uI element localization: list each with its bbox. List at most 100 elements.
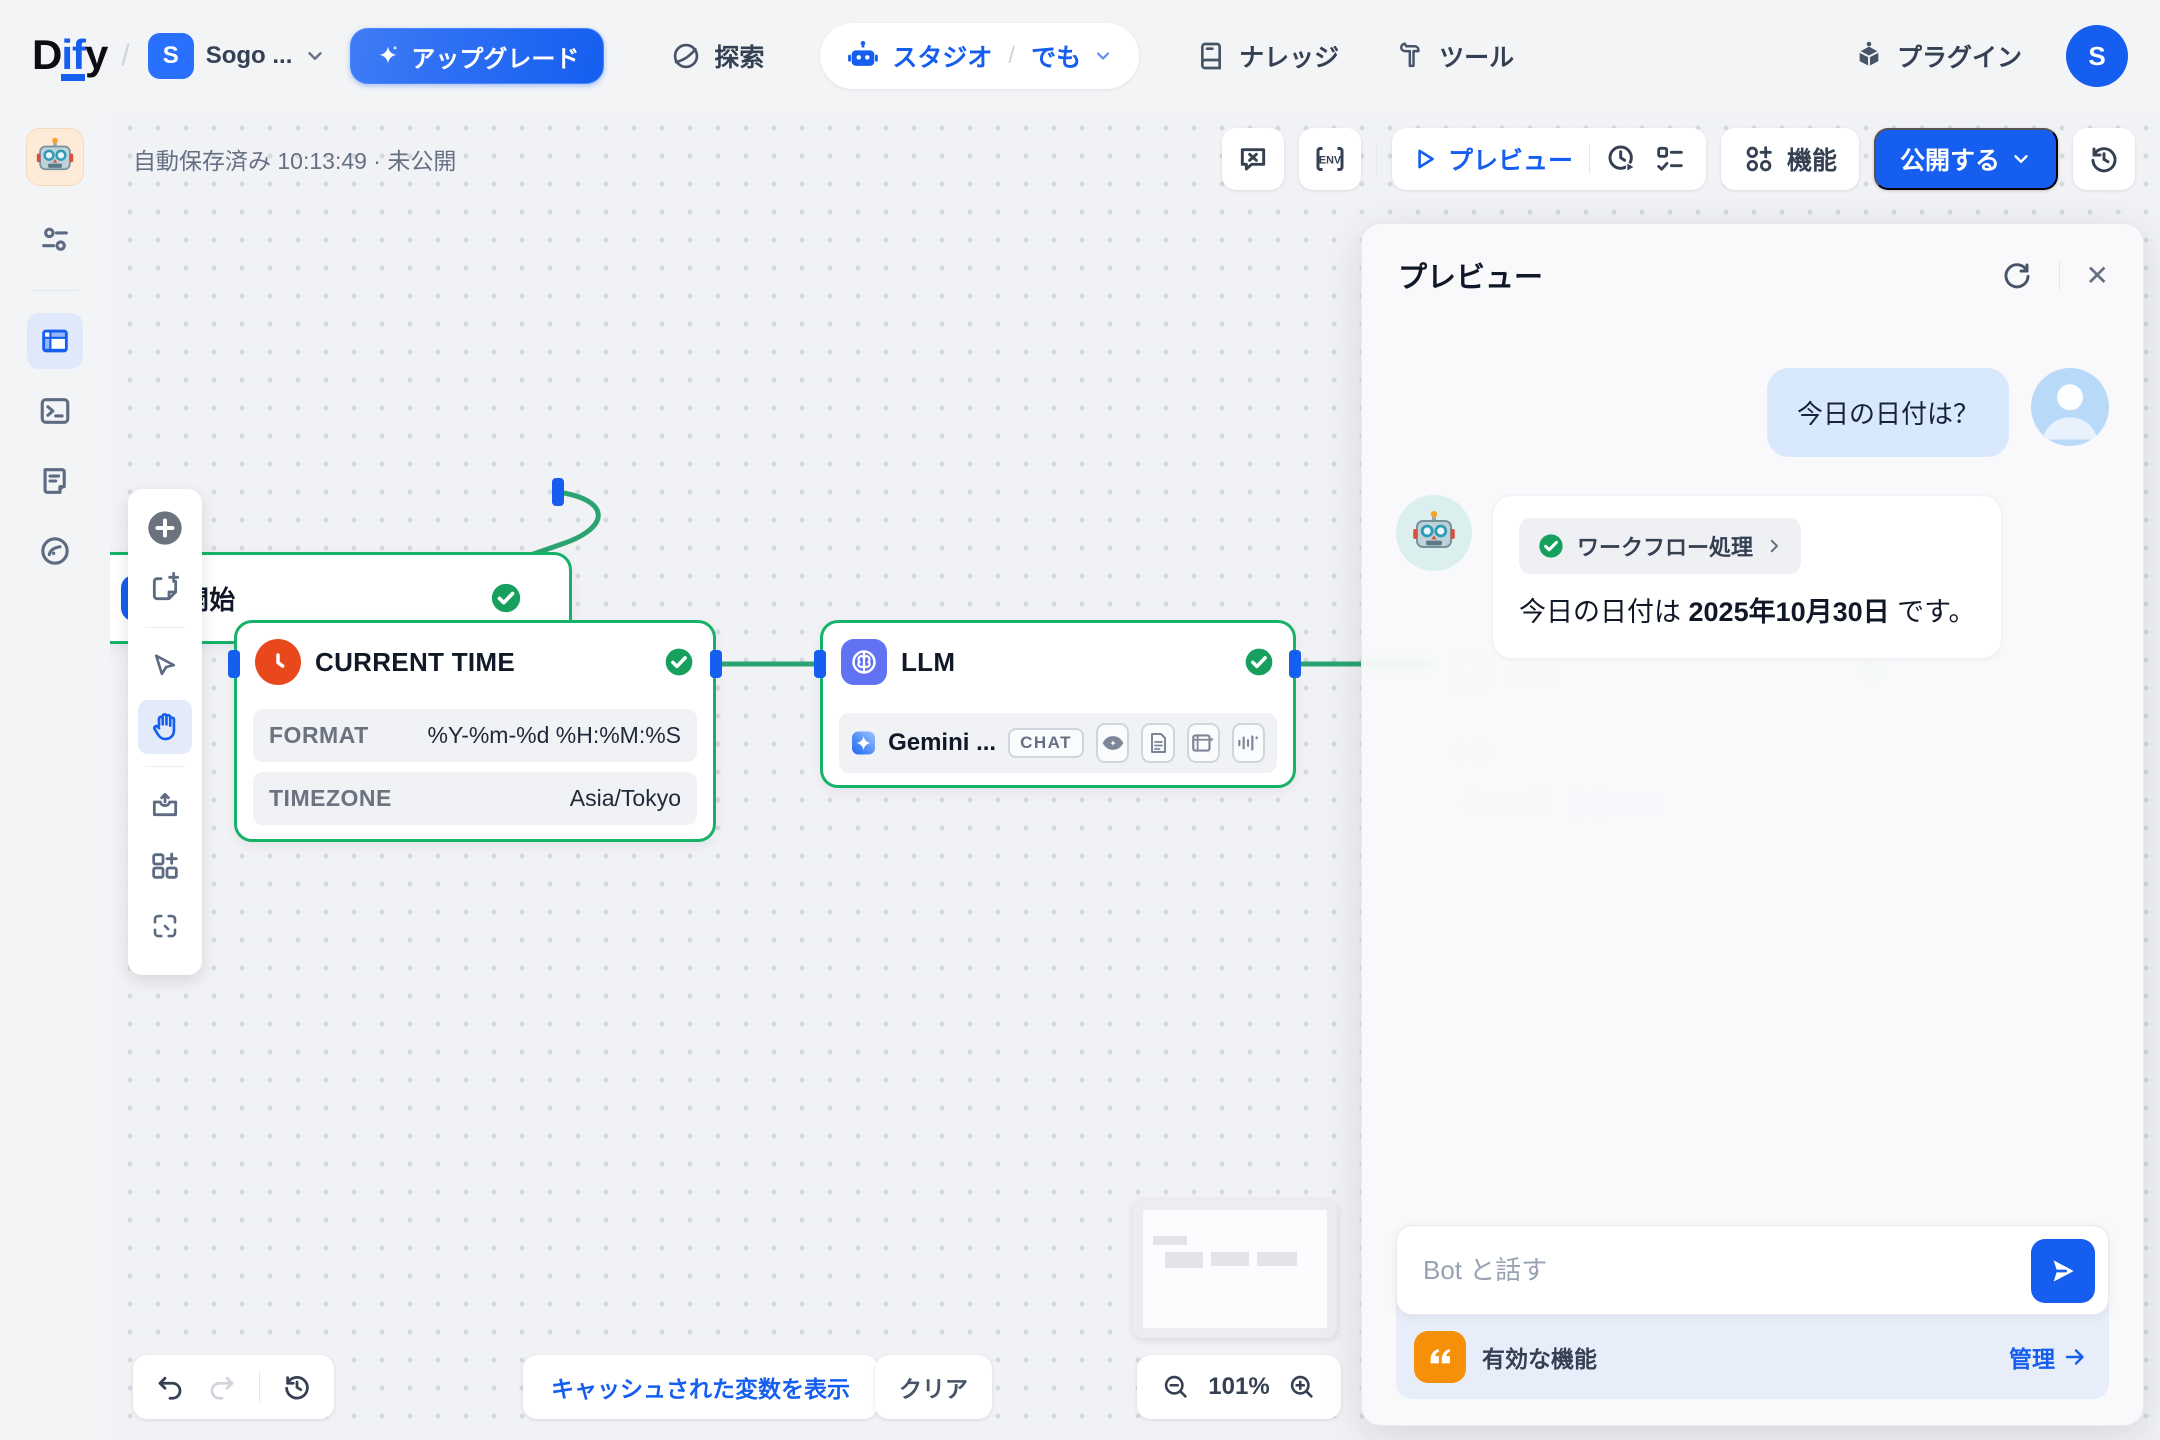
fit-view-button[interactable] [138, 899, 192, 953]
nav-explore[interactable]: 探索 [670, 38, 764, 74]
fit-view-icon [153, 914, 177, 938]
toolbar-divider [259, 1372, 260, 1402]
zoom-level[interactable]: 101% [1208, 1373, 1270, 1400]
bot-message-bubble: ワークフロー処理 今日の日付は 2025年10月30日 です。 [1492, 495, 2003, 659]
handle-current-time-input[interactable] [228, 650, 240, 678]
topbar-right: プラグイン S [1853, 25, 2128, 87]
env-icon: ENV [1316, 147, 1344, 171]
llm-brain-icon [841, 639, 887, 685]
app-icon-robot[interactable] [26, 128, 84, 186]
success-check-badge [1245, 648, 1273, 676]
nav-studio-active[interactable]: スタジオ / でも [820, 23, 1140, 89]
hand-mode-button[interactable] [138, 700, 192, 754]
conversation-variables-button[interactable] [1221, 128, 1284, 190]
nav-plugins[interactable]: プラグイン [1853, 38, 2022, 74]
nav-tools-label: ツール [1439, 44, 1515, 72]
clock-play-icon [1608, 145, 1636, 173]
field-value: %Y-%m-%d %H:%M:%S [427, 722, 681, 748]
send-button[interactable] [2031, 1239, 2095, 1303]
chevron-down-icon [308, 52, 323, 60]
nav-tools[interactable]: ツール [1395, 38, 1514, 74]
sliders-icon [42, 227, 68, 251]
add-node-button[interactable] [138, 501, 192, 555]
nav-plugins-label: プラグイン [1896, 44, 2022, 72]
version-history-button[interactable] [2073, 128, 2135, 190]
workflow-process-pill[interactable]: ワークフロー処理 [1519, 518, 1802, 574]
sidebar-item-api[interactable] [27, 383, 83, 439]
run-history-button[interactable] [1606, 143, 1638, 175]
handle-llm-input[interactable] [814, 650, 826, 678]
handle-llm-output[interactable] [1289, 650, 1301, 678]
answer-suffix: です。 [1889, 597, 1976, 627]
cursor-icon [154, 654, 176, 676]
import-dsl-button[interactable] [138, 779, 192, 833]
autosave-status: 自動保存済み 10:13:49 · 未公開 [133, 148, 457, 174]
hammer-icon [1400, 42, 1420, 68]
publish-button[interactable]: 公開する [1873, 128, 2058, 190]
manage-features-link[interactable]: 管理 [2009, 1340, 2087, 1374]
svg-text:ENV: ENV [1319, 155, 1342, 167]
node-llm-title: LLM [901, 646, 956, 677]
llm-model-row[interactable]: Gemini ... CHAT [839, 713, 1277, 773]
nav-knowledge-label: ナレッジ [1239, 44, 1340, 72]
workflow-canvas[interactable]: 開始 CURRENT TIME FORMAT %Y-%m-%d %H:%M:%S… [110, 112, 2160, 1440]
node-llm[interactable]: LLM Gemini ... CHAT [820, 620, 1296, 788]
zoom-in-button[interactable] [1288, 1373, 1316, 1401]
answer-prefix: 今日の日付は [1519, 597, 1689, 627]
sidebar-item-orchestrate[interactable] [27, 313, 83, 369]
field-value: Asia/Tokyo [569, 785, 681, 811]
current-app-name: でも [1031, 44, 1082, 72]
redo-button[interactable] [207, 1372, 237, 1402]
zoom-out-button[interactable] [1162, 1373, 1190, 1401]
chat-input[interactable] [1423, 1254, 2008, 1286]
handle-start-output[interactable] [552, 478, 564, 506]
chevron-down-icon[interactable] [1093, 46, 1113, 66]
llm-mode-badge: CHAT [1008, 728, 1085, 758]
redo-icon [210, 1376, 234, 1400]
handle-current-time-output[interactable] [710, 650, 722, 678]
preview-group: プレビュー [1391, 128, 1706, 190]
nav-knowledge[interactable]: ナレッジ [1195, 38, 1339, 74]
environment-variables-button[interactable]: ENV [1298, 128, 1361, 190]
checklist-icon [1657, 146, 1683, 171]
organize-blocks-button[interactable] [138, 839, 192, 893]
history-icon [285, 1376, 309, 1400]
clear-button[interactable]: クリア [875, 1355, 992, 1419]
orchestrate-window-icon [42, 329, 68, 353]
workspace-selector[interactable]: S Sogo ... [147, 33, 327, 79]
toolbar-divider [145, 766, 185, 767]
node-current-time[interactable]: CURRENT TIME FORMAT %Y-%m-%d %H:%M:%S TI… [234, 620, 716, 842]
user-avatar[interactable]: S [2066, 25, 2128, 87]
show-cached-variables-button[interactable]: キャッシュされた変数を表示 [523, 1355, 878, 1419]
app-settings-button[interactable] [27, 212, 83, 268]
plugins-box-icon [1859, 41, 1879, 66]
checklist-button[interactable] [1654, 143, 1686, 175]
close-panel-button[interactable]: ✕ [2085, 259, 2109, 291]
preview-panel: プレビュー ✕ 今日の日付は？ [1361, 223, 2144, 1426]
terminal-icon [40, 398, 70, 424]
undo-redo-toolbar [133, 1355, 334, 1419]
chevron-right-icon [1770, 539, 1778, 553]
node-field-format: FORMAT %Y-%m-%d %H:%M:%S [253, 709, 697, 762]
undo-button[interactable] [155, 1372, 185, 1402]
restart-conversation-button[interactable] [2001, 259, 2033, 291]
features-button[interactable]: 機能 [1720, 128, 1859, 190]
user-message-bubble: 今日の日付は？ [1766, 368, 2009, 457]
restart-icon [2004, 263, 2030, 289]
sidebar-item-monitoring[interactable] [27, 523, 83, 579]
canvas-minimap[interactable] [1133, 1200, 1337, 1338]
change-history-button[interactable] [282, 1372, 312, 1402]
add-note-button[interactable] [138, 561, 192, 615]
robot-avatar-icon [1413, 511, 1455, 548]
send-icon [2053, 1260, 2074, 1282]
logo-text-accent: if [61, 34, 86, 81]
upgrade-button[interactable]: アップグレード [350, 28, 605, 84]
nav-studio-label: スタジオ [892, 44, 993, 72]
pointer-mode-button[interactable] [138, 640, 192, 694]
preview-run-button[interactable]: プレビュー [1412, 141, 1573, 177]
bot-message-row: ワークフロー処理 今日の日付は 2025年10月30日 です。 [1396, 495, 2109, 659]
sidebar-item-logs[interactable] [27, 453, 83, 509]
answer-date: 2025年10月30日 [1688, 597, 1890, 627]
